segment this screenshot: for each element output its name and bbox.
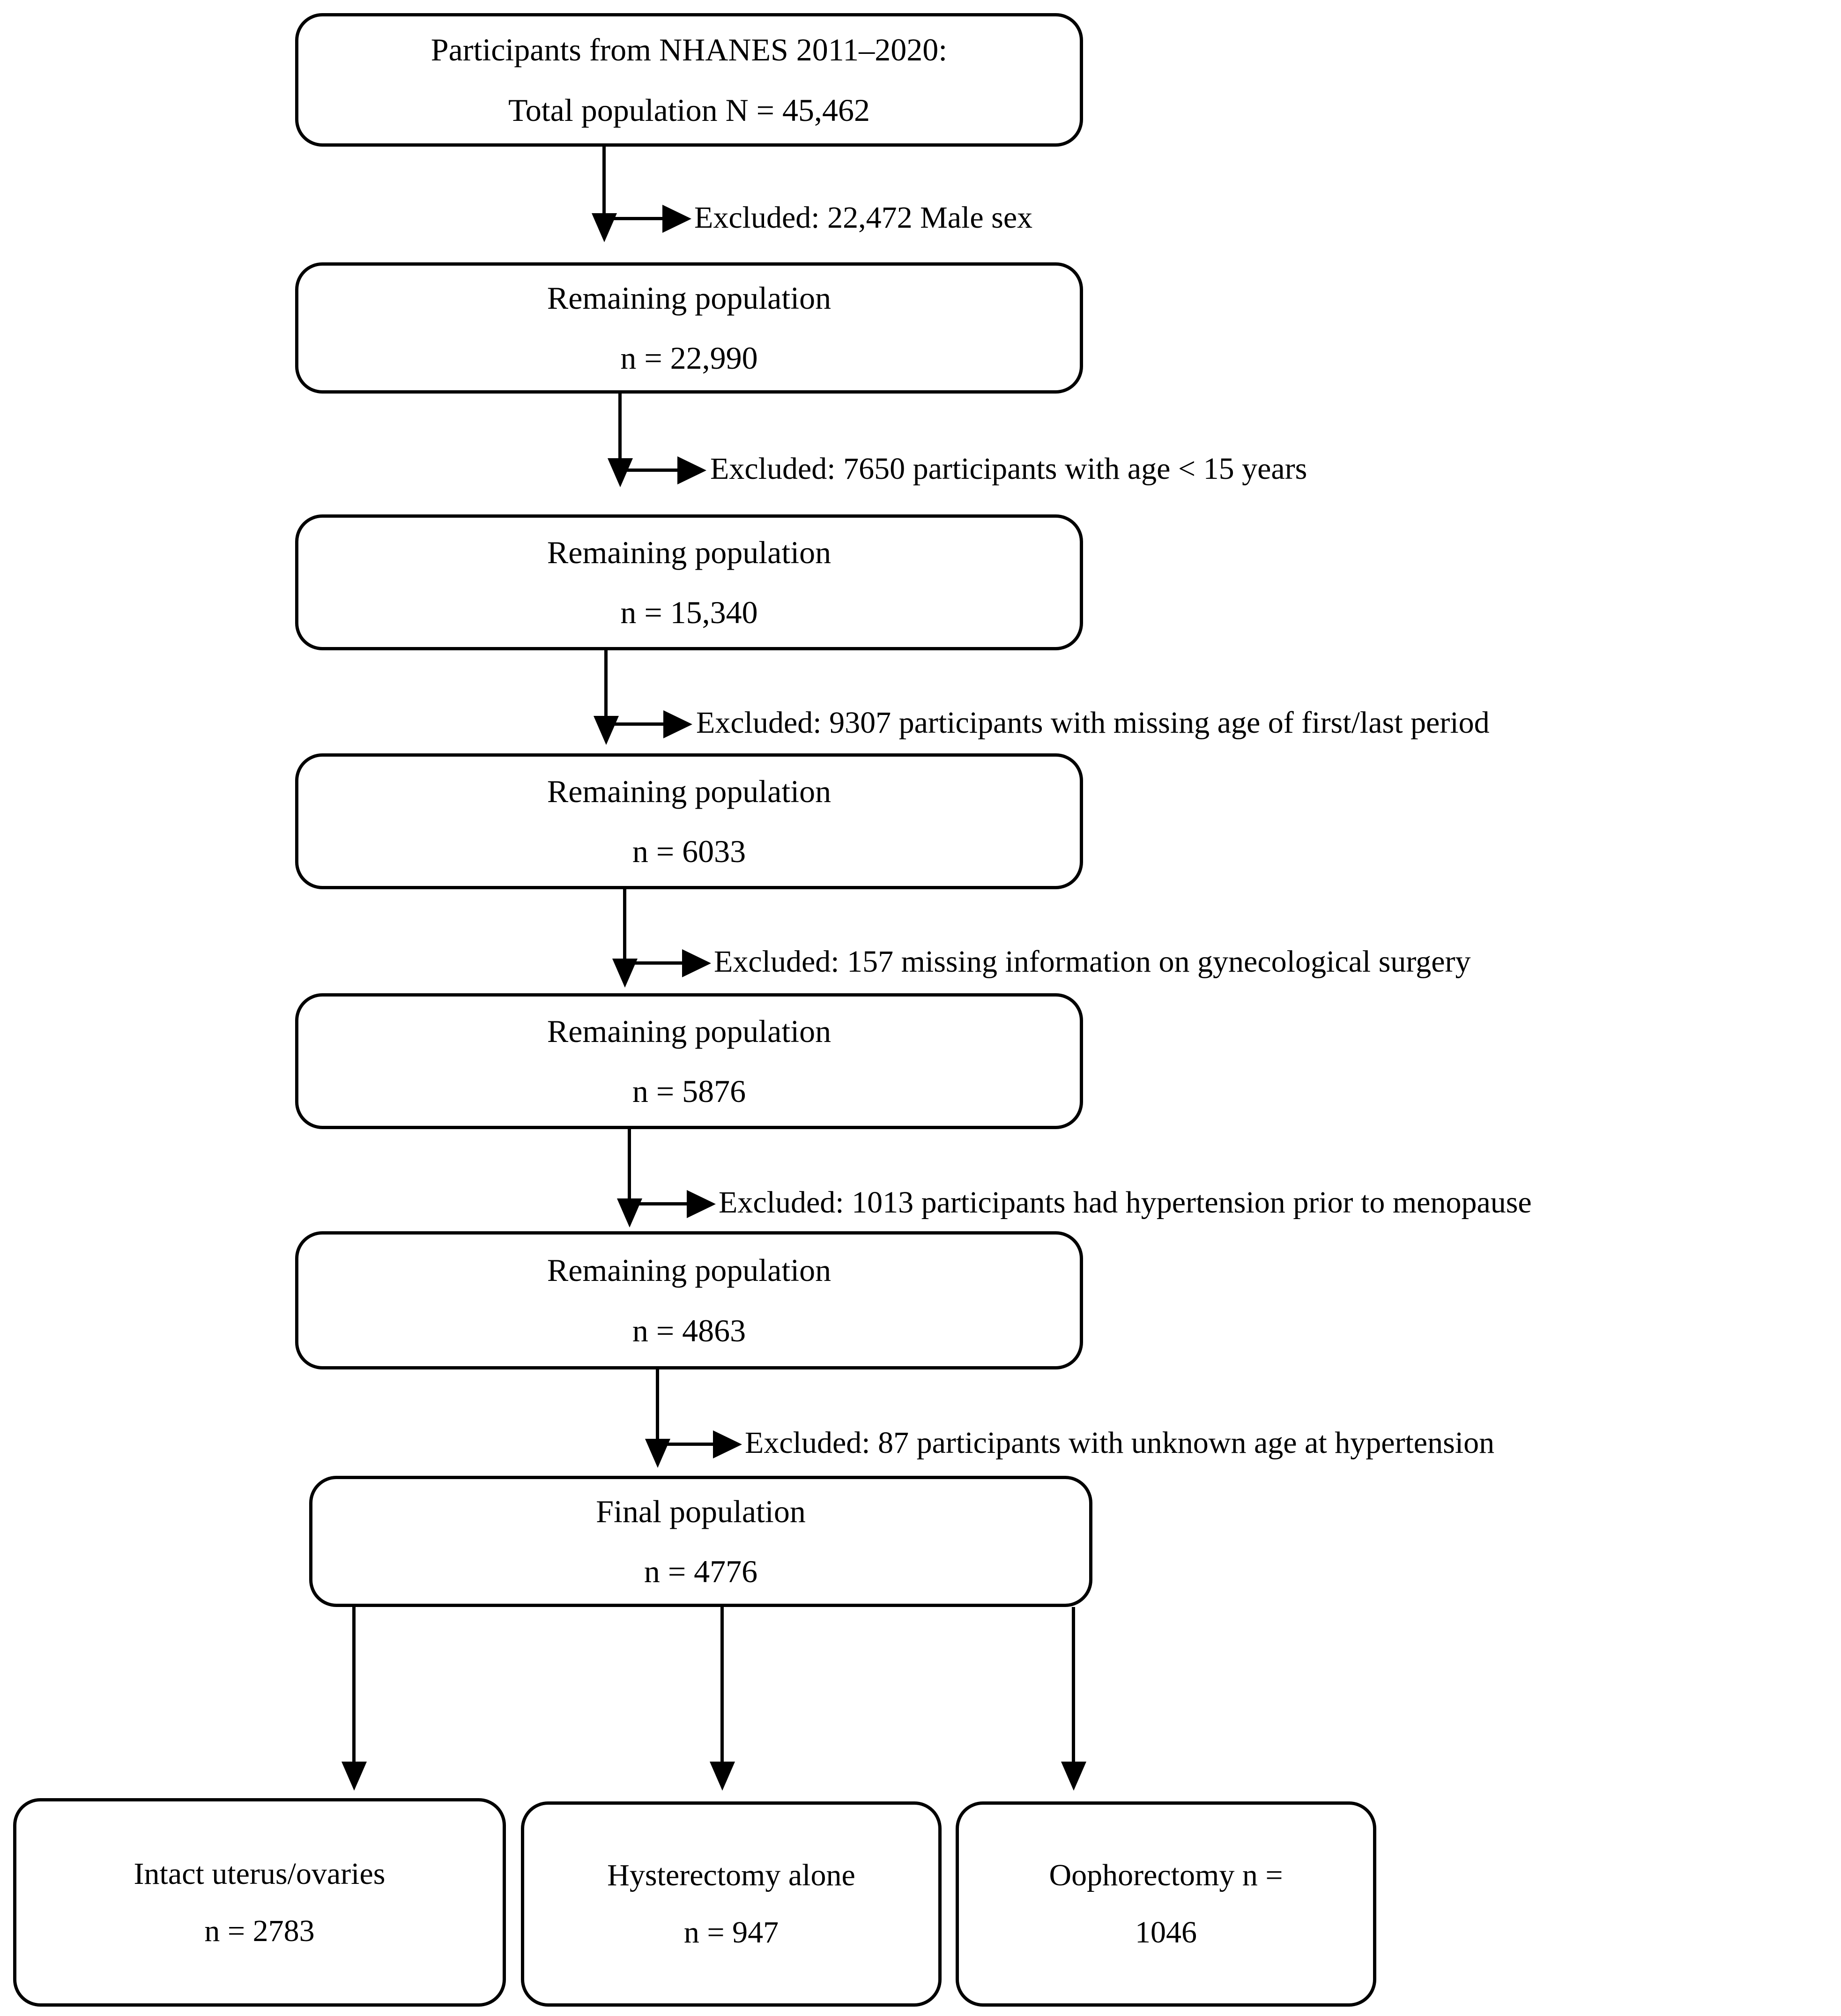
connector-3-vertical (604, 650, 608, 721)
node-remaining-1: Remaining population n = 22,990 (295, 262, 1083, 394)
connector-1-vertical (602, 147, 606, 218)
node-remaining-4-line2: n = 5876 (632, 1073, 746, 1109)
branch-1-arrowhead (662, 205, 691, 233)
node-final-population: Final population n = 4776 (309, 1476, 1092, 1607)
branch-6-horizontal (658, 1443, 716, 1446)
branch-5-horizontal (630, 1202, 690, 1205)
node-oophorectomy-line1: Oophorectomy n = (1049, 1858, 1283, 1893)
branch-3-horizontal (606, 722, 666, 726)
node-total-population-line1: Participants from NHANES 2011–2020: (431, 32, 948, 68)
branch-4-horizontal (625, 961, 685, 965)
node-remaining-1-line2: n = 22,990 (620, 340, 758, 376)
node-intact-uterus-ovaries-line1: Intact uterus/ovaries (134, 1856, 386, 1891)
exclusion-3-label: Excluded: 9307 participants with missing… (696, 706, 1490, 740)
exclusion-5-label: Excluded: 1013 participants had hyperten… (719, 1185, 1532, 1220)
node-final-population-line1: Final population (596, 1493, 806, 1529)
branch-6-arrowhead (713, 1430, 742, 1458)
node-remaining-5: Remaining population n = 4863 (295, 1231, 1083, 1369)
node-remaining-1-line1: Remaining population (547, 280, 831, 316)
branch-1-horizontal (604, 217, 665, 220)
branch-2-arrowhead (677, 456, 706, 484)
node-final-population-line2: n = 4776 (644, 1554, 758, 1589)
branch-3-arrowhead (663, 710, 692, 738)
terminal-branch-3-vertical (1072, 1607, 1075, 1766)
exclusion-4-label: Excluded: 157 missing information on gyn… (714, 945, 1471, 979)
node-remaining-4-line1: Remaining population (547, 1013, 831, 1049)
connector-4-vertical (623, 889, 626, 963)
connector-2-vertical (618, 394, 622, 463)
exclusion-1-label: Excluded: 22,472 Male sex (694, 201, 1033, 235)
node-intact-uterus-ovaries: Intact uterus/ovaries n = 2783 (13, 1798, 506, 2007)
node-hysterectomy-alone-line2: n = 947 (683, 1915, 779, 1949)
branch-2-horizontal (620, 469, 680, 472)
terminal-branch-1-arrowhead (341, 1762, 367, 1791)
node-remaining-2: Remaining population n = 15,340 (295, 514, 1083, 650)
node-remaining-5-line2: n = 4863 (632, 1312, 746, 1348)
connector-6-vertical (656, 1369, 659, 1443)
terminal-branch-2-arrowhead (710, 1762, 735, 1791)
terminal-branch-3-arrowhead (1061, 1762, 1086, 1791)
terminal-branch-1-vertical (352, 1607, 356, 1766)
connector-3-arrowhead (594, 716, 619, 745)
node-remaining-3-line1: Remaining population (547, 773, 831, 809)
exclusion-6-label: Excluded: 87 participants with unknown a… (745, 1426, 1495, 1460)
connector-5-vertical (628, 1129, 631, 1203)
node-remaining-5-line1: Remaining population (547, 1252, 831, 1288)
node-remaining-2-line2: n = 15,340 (620, 595, 758, 630)
node-oophorectomy-line2: 1046 (1135, 1915, 1197, 1949)
node-remaining-4: Remaining population n = 5876 (295, 993, 1083, 1129)
node-total-population: Participants from NHANES 2011–2020: Tota… (295, 13, 1083, 147)
node-hysterectomy-alone: Hysterectomy alone n = 947 (521, 1801, 942, 2007)
branch-4-arrowhead (682, 949, 711, 977)
node-remaining-3-line2: n = 6033 (632, 833, 746, 869)
terminal-branch-2-vertical (720, 1607, 724, 1766)
connector-2-arrowhead (608, 458, 633, 487)
node-hysterectomy-alone-line1: Hysterectomy alone (607, 1858, 855, 1893)
node-remaining-2-line1: Remaining population (547, 534, 831, 570)
branch-5-arrowhead (687, 1190, 716, 1218)
node-oophorectomy: Oophorectomy n = 1046 (956, 1801, 1376, 2007)
node-total-population-line2: Total population N = 45,462 (508, 92, 870, 128)
node-remaining-3: Remaining population n = 6033 (295, 753, 1083, 889)
node-intact-uterus-ovaries-line2: n = 2783 (204, 1913, 315, 1948)
exclusion-2-label: Excluded: 7650 participants with age < 1… (710, 452, 1307, 486)
